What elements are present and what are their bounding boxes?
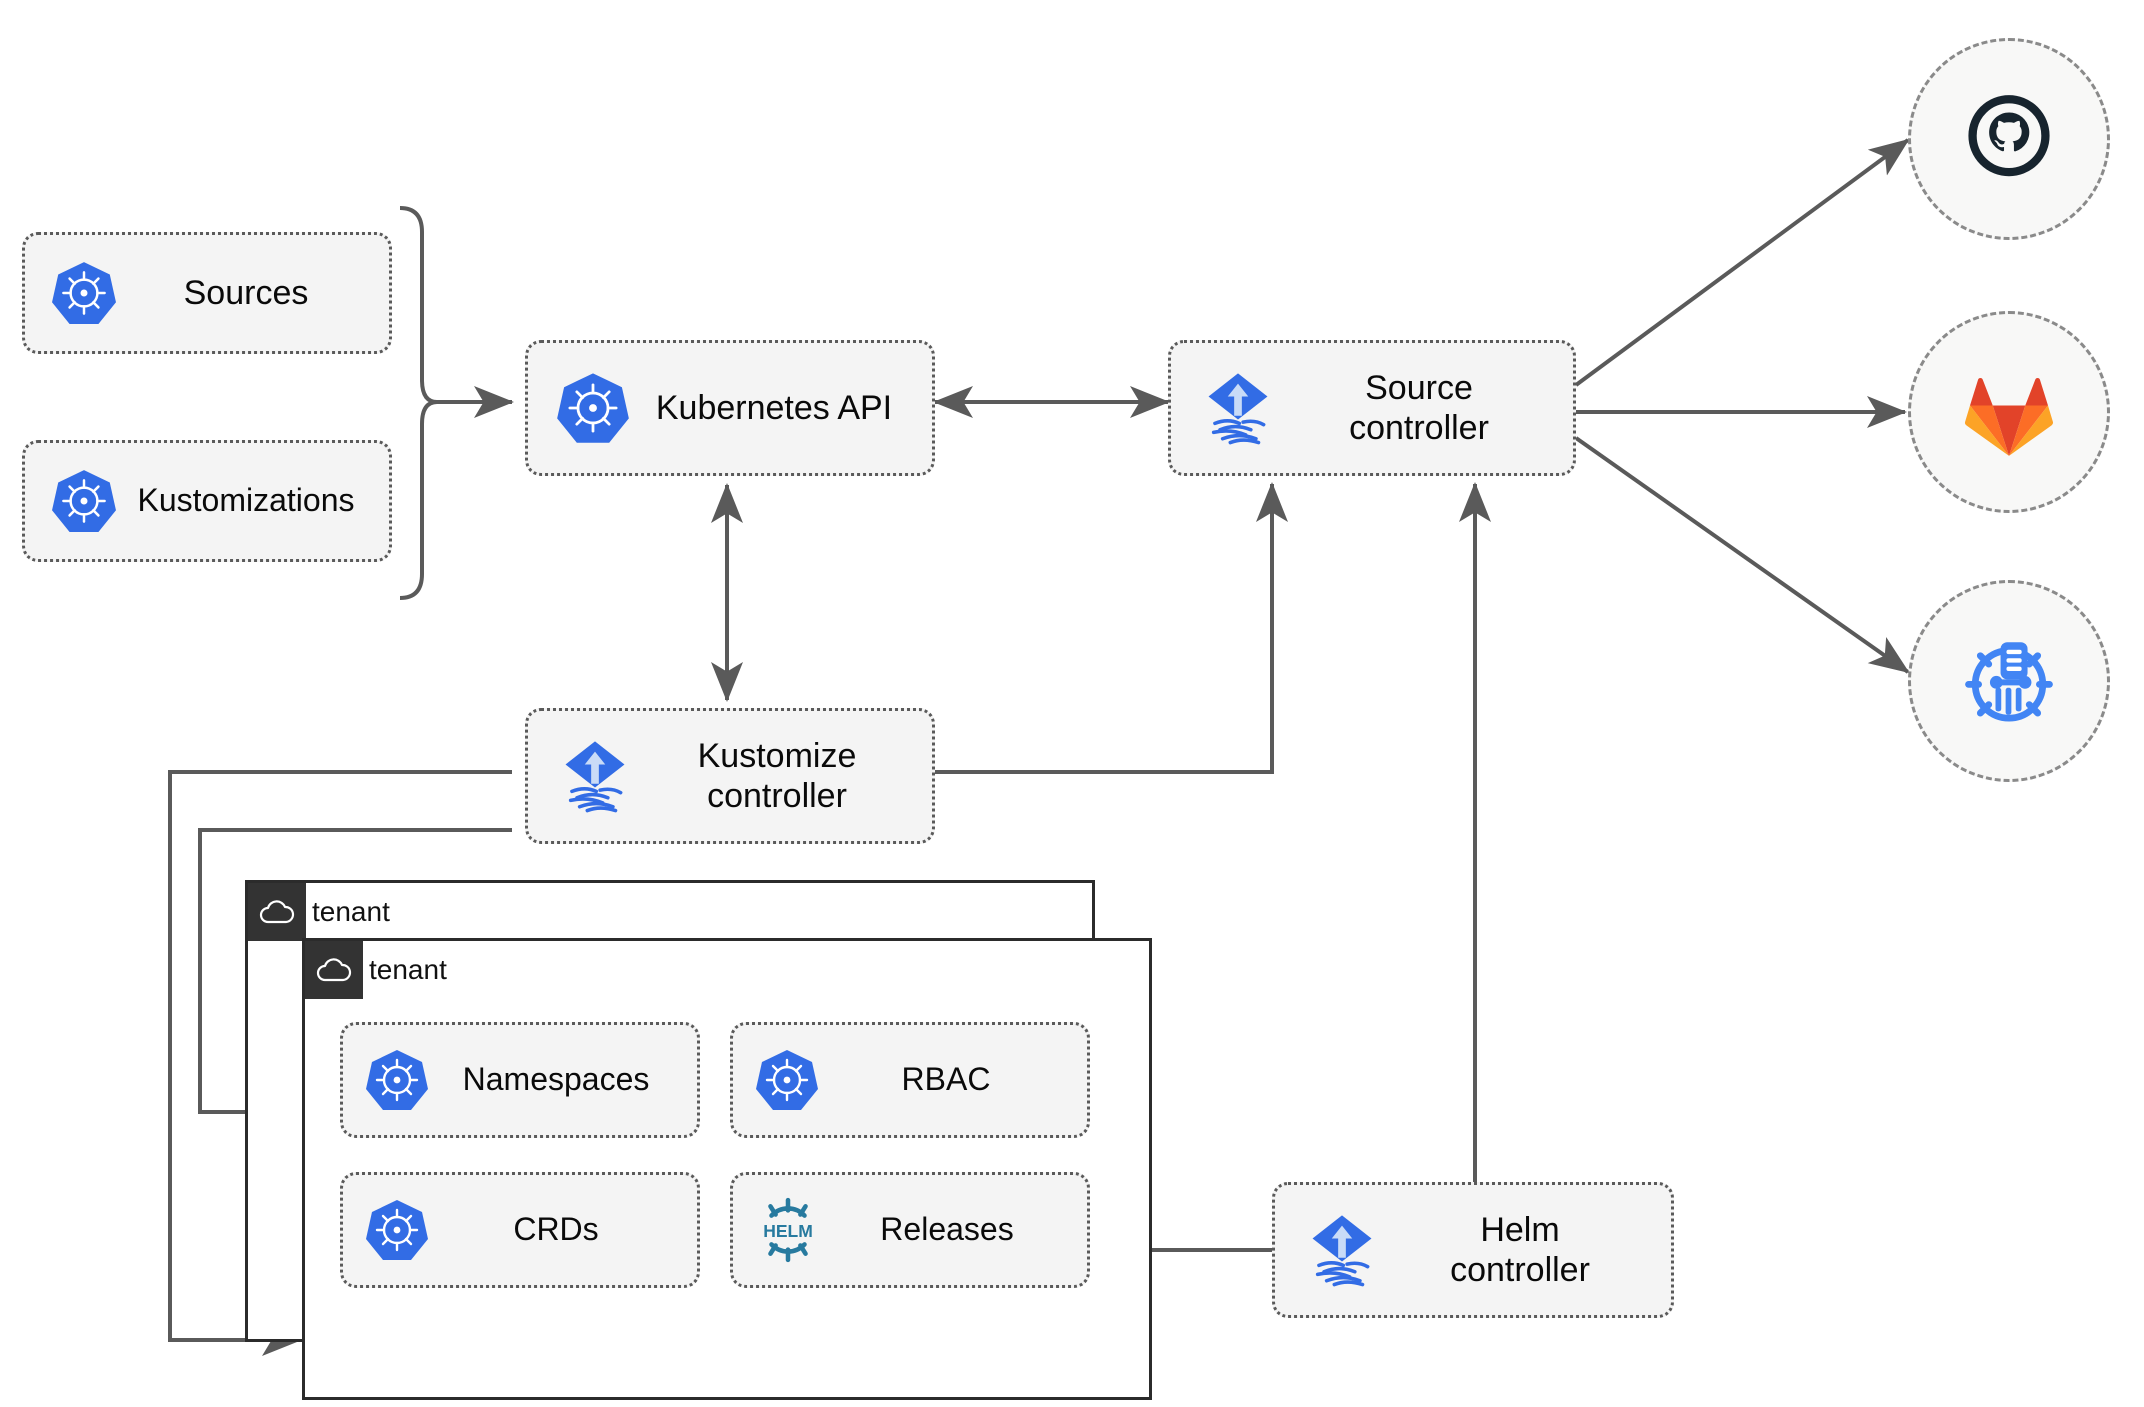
tenant-label-inner: tenant <box>369 954 447 985</box>
kubernetes-icon <box>365 1048 429 1112</box>
node-label: Releases <box>880 1211 1014 1248</box>
target-helm-repository[interactable] <box>1908 580 2110 782</box>
node-label: Kustomize controller <box>697 736 857 815</box>
cloud-icon <box>316 958 352 982</box>
cloud-icon <box>259 900 295 924</box>
node-crds[interactable]: CRDs <box>340 1172 700 1288</box>
tenant-frame-inner: tenant <box>302 938 1152 1400</box>
node-source-controller[interactable]: Source controller <box>1168 340 1576 476</box>
gitlab-icon <box>1965 377 2053 456</box>
target-gitlab[interactable] <box>1908 311 2110 513</box>
node-label: Namespaces <box>462 1061 650 1098</box>
node-label: Kubernetes API <box>655 388 893 427</box>
kubernetes-icon <box>365 1198 429 1262</box>
helm-icon: HELM <box>755 1197 821 1263</box>
node-label: Source controller <box>1349 368 1489 447</box>
tenant-tab-outer <box>248 883 306 941</box>
node-kubernetes-api[interactable]: Kubernetes API <box>525 340 935 476</box>
node-kustomizations[interactable]: Kustomizations <box>22 440 392 562</box>
target-github[interactable] <box>1908 38 2110 240</box>
kubernetes-icon <box>755 1048 819 1112</box>
flux-icon <box>554 735 636 817</box>
node-label: Helm controller <box>1450 1210 1590 1289</box>
node-label: Kustomizations <box>137 482 355 519</box>
node-label: CRDs <box>513 1211 599 1248</box>
flux-icon <box>1197 367 1279 449</box>
node-namespaces[interactable]: Namespaces <box>340 1022 700 1138</box>
kubernetes-icon <box>51 468 117 534</box>
tenant-label-outer: tenant <box>312 896 390 927</box>
node-kustomize-controller[interactable]: Kustomize controller <box>525 708 935 844</box>
flux-icon <box>1301 1209 1383 1291</box>
svg-text:HELM: HELM <box>763 1221 813 1241</box>
node-helm-controller[interactable]: Helm controller <box>1272 1182 1674 1318</box>
kubernetes-icon <box>51 260 117 326</box>
tenant-tab-inner <box>305 941 363 999</box>
github-icon <box>1968 95 2050 177</box>
node-rbac[interactable]: RBAC <box>730 1022 1090 1138</box>
node-sources[interactable]: Sources <box>22 232 392 354</box>
node-label: Sources <box>183 273 309 312</box>
kubernetes-icon <box>556 371 630 445</box>
node-label: RBAC <box>901 1061 991 1098</box>
helm-repository-icon <box>1965 642 2053 722</box>
node-releases[interactable]: HELM Releases <box>730 1172 1090 1288</box>
